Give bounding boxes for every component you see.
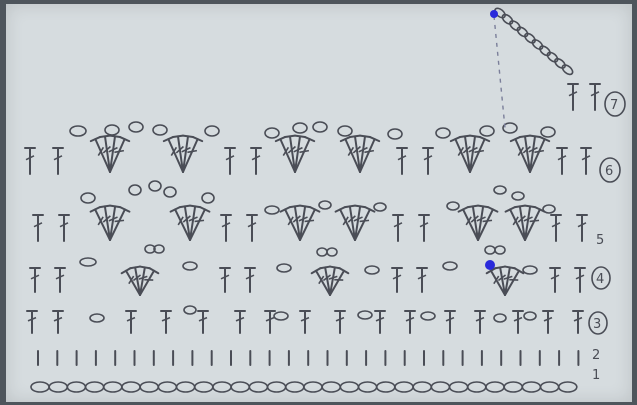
row-label-2: 2 [592,348,600,363]
row-label-1: 1 [592,368,600,383]
row-label-6: 6 [600,158,620,182]
row-label-5: 5 [596,233,604,248]
row-number-2: 2 [592,348,600,363]
row-number-7: 7 [610,98,618,113]
row-number-1: 1 [592,368,600,383]
row-label-7: 7 [605,92,625,116]
row-number-5: 5 [596,233,604,248]
row-number-4: 4 [596,272,604,287]
row-label-3: 3 [589,312,607,334]
row-number-3: 3 [593,317,601,332]
row-label-4: 4 [592,267,610,289]
row-number-6: 6 [605,164,613,179]
